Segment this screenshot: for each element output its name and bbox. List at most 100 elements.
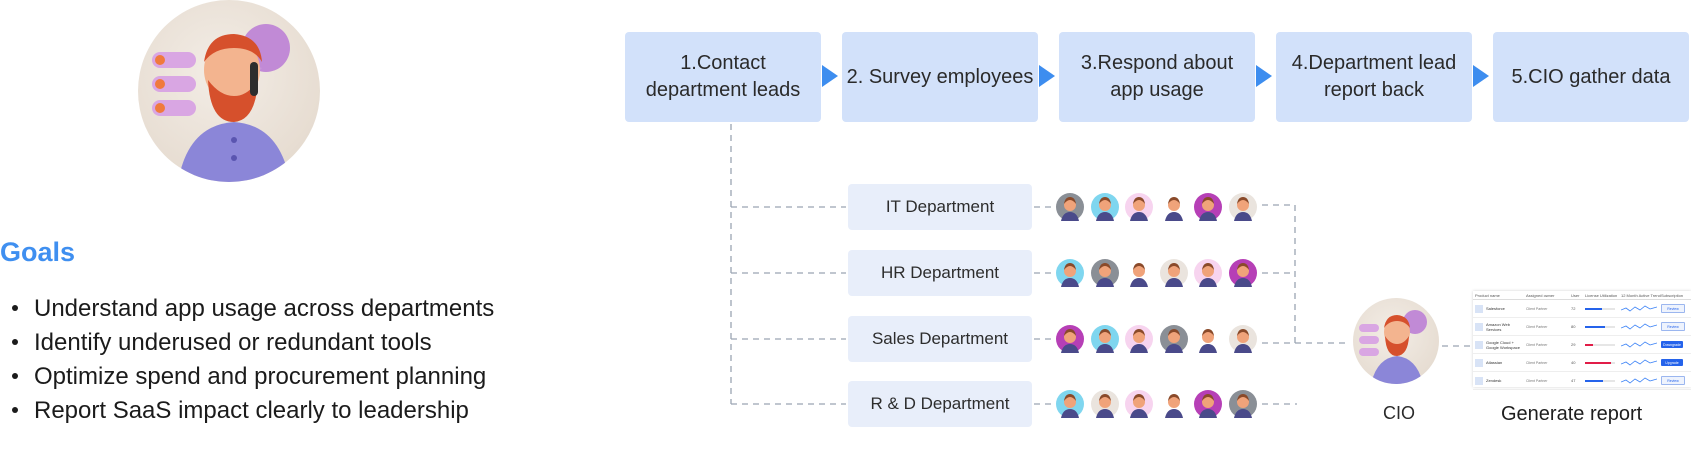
persona-illustration <box>152 24 290 182</box>
report-action-button[interactable]: Review <box>1661 322 1685 331</box>
person-icon <box>1095 394 1114 418</box>
app-icon <box>1475 304 1483 313</box>
persona-avatar <box>138 0 320 182</box>
report-app-name: Amazon Web Services <box>1486 321 1510 332</box>
person-icon <box>1199 329 1217 353</box>
report-row: Atlassian Client Partner 40 Upgrade <box>1473 354 1691 372</box>
step-1: 1.Contact department leads <box>625 32 821 122</box>
report-users: 72 <box>1571 306 1576 311</box>
goal-item: Report SaaS impact clearly to leadership <box>12 394 494 428</box>
employee-avatar <box>1228 390 1257 418</box>
dept-it: IT Department <box>848 184 1032 230</box>
utilization-fill <box>1585 379 1603 382</box>
report-users: 29 <box>1571 342 1576 347</box>
employee-avatar <box>1159 390 1188 418</box>
bullet-icon <box>12 304 18 311</box>
report-preview: Product name Assigned owner User License… <box>1473 291 1691 390</box>
person-icon <box>1164 197 1183 221</box>
step-3: 3.Respond about app usage <box>1059 32 1255 122</box>
utilization-bar <box>1585 307 1615 310</box>
person-icon <box>1233 329 1252 353</box>
utilization-fill <box>1585 325 1605 328</box>
app-icon <box>1475 322 1483 331</box>
employee-avatar <box>1056 259 1084 287</box>
step-5: 5.CIO gather data <box>1493 32 1689 122</box>
employee-avatar <box>1228 259 1257 287</box>
step-2: 2. Survey employees <box>842 32 1038 122</box>
employee-avatar <box>1125 193 1153 221</box>
employee-avatar <box>1125 325 1153 353</box>
employee-avatar <box>1125 259 1153 287</box>
app-icon <box>1475 358 1483 367</box>
employee-avatar <box>1194 325 1222 353</box>
report-action-button[interactable]: Review <box>1661 376 1685 385</box>
report-app-name: Google Cloud + Google Workspace <box>1486 339 1520 350</box>
utilization-bar <box>1585 325 1615 328</box>
trend-sparkline <box>1621 359 1657 366</box>
goal-item: Identify underused or redundant tools <box>12 326 494 360</box>
employee-avatar <box>1159 325 1188 353</box>
goal-item: Optimize spend and procurement planning <box>12 360 494 394</box>
person-icon <box>1095 329 1114 353</box>
employee-avatar <box>1056 325 1084 353</box>
person-icon <box>1164 394 1183 418</box>
person-icon <box>1061 263 1079 287</box>
report-col: User <box>1571 292 1580 298</box>
report-action-button[interactable]: Upgrade <box>1661 359 1683 366</box>
report-users: 40 <box>1571 360 1576 365</box>
report-action-button[interactable]: Downgrade <box>1661 341 1683 348</box>
arrow-right-icon <box>1256 65 1272 87</box>
goals-list: Understand app usage across departments … <box>12 292 494 428</box>
dept-sales: Sales Department <box>848 316 1032 362</box>
employee-avatar <box>1056 390 1084 418</box>
bullet-icon <box>12 338 18 345</box>
report-app-name: Zendesk <box>1486 378 1502 383</box>
report-app-name: Atlassian <box>1486 360 1503 365</box>
goal-item: Understand app usage across departments <box>12 292 494 326</box>
report-owner: Client Partner <box>1526 324 1548 329</box>
report-col: Subscription <box>1661 292 1684 298</box>
report-label: Generate report <box>1501 403 1643 425</box>
employee-avatar <box>1090 390 1119 418</box>
report-users: 80 <box>1571 324 1576 329</box>
step-4: 4.Department lead report back <box>1276 32 1472 122</box>
arrow-right-icon <box>1473 65 1489 87</box>
trend-sparkline <box>1621 341 1657 348</box>
bullet-icon <box>12 406 18 413</box>
employee-avatar <box>1056 193 1084 221</box>
app-icon <box>1475 340 1483 349</box>
person-icon <box>1095 263 1114 287</box>
employee-avatar <box>1159 259 1188 287</box>
goals-title: Goals <box>0 237 76 267</box>
person-icon <box>1061 329 1079 353</box>
person-icon <box>1061 394 1079 418</box>
employee-avatar <box>1194 193 1222 221</box>
utilization-bar <box>1585 361 1615 364</box>
report-action-button[interactable]: Review <box>1661 304 1685 313</box>
trend-sparkline <box>1621 305 1657 312</box>
report-owner: Client Partner <box>1526 342 1548 347</box>
report-owner: Client Partner <box>1526 378 1548 383</box>
report-app-name: Salesforce <box>1486 306 1505 311</box>
person-icon <box>1199 197 1217 221</box>
employee-avatar <box>1194 259 1222 287</box>
cio-illustration <box>1359 310 1427 384</box>
employee-avatar <box>1090 259 1119 287</box>
trend-sparkline <box>1621 377 1657 384</box>
employee-avatar <box>1090 193 1119 221</box>
report-col: Assigned owner <box>1526 292 1555 298</box>
employee-avatar <box>1228 193 1257 221</box>
trend-sparkline <box>1621 323 1657 330</box>
person-icon <box>1130 329 1148 353</box>
report-header: Product name Assigned owner User License… <box>1473 291 1691 300</box>
person-icon <box>1130 394 1148 418</box>
utilization-fill <box>1585 343 1593 346</box>
report-owner: Client Partner <box>1526 360 1548 365</box>
cio-label: CIO <box>1383 403 1416 423</box>
app-icon <box>1475 376 1483 385</box>
person-icon <box>1130 263 1148 287</box>
report-col: License Utilization <box>1585 292 1618 298</box>
cio-avatar <box>1353 298 1439 384</box>
